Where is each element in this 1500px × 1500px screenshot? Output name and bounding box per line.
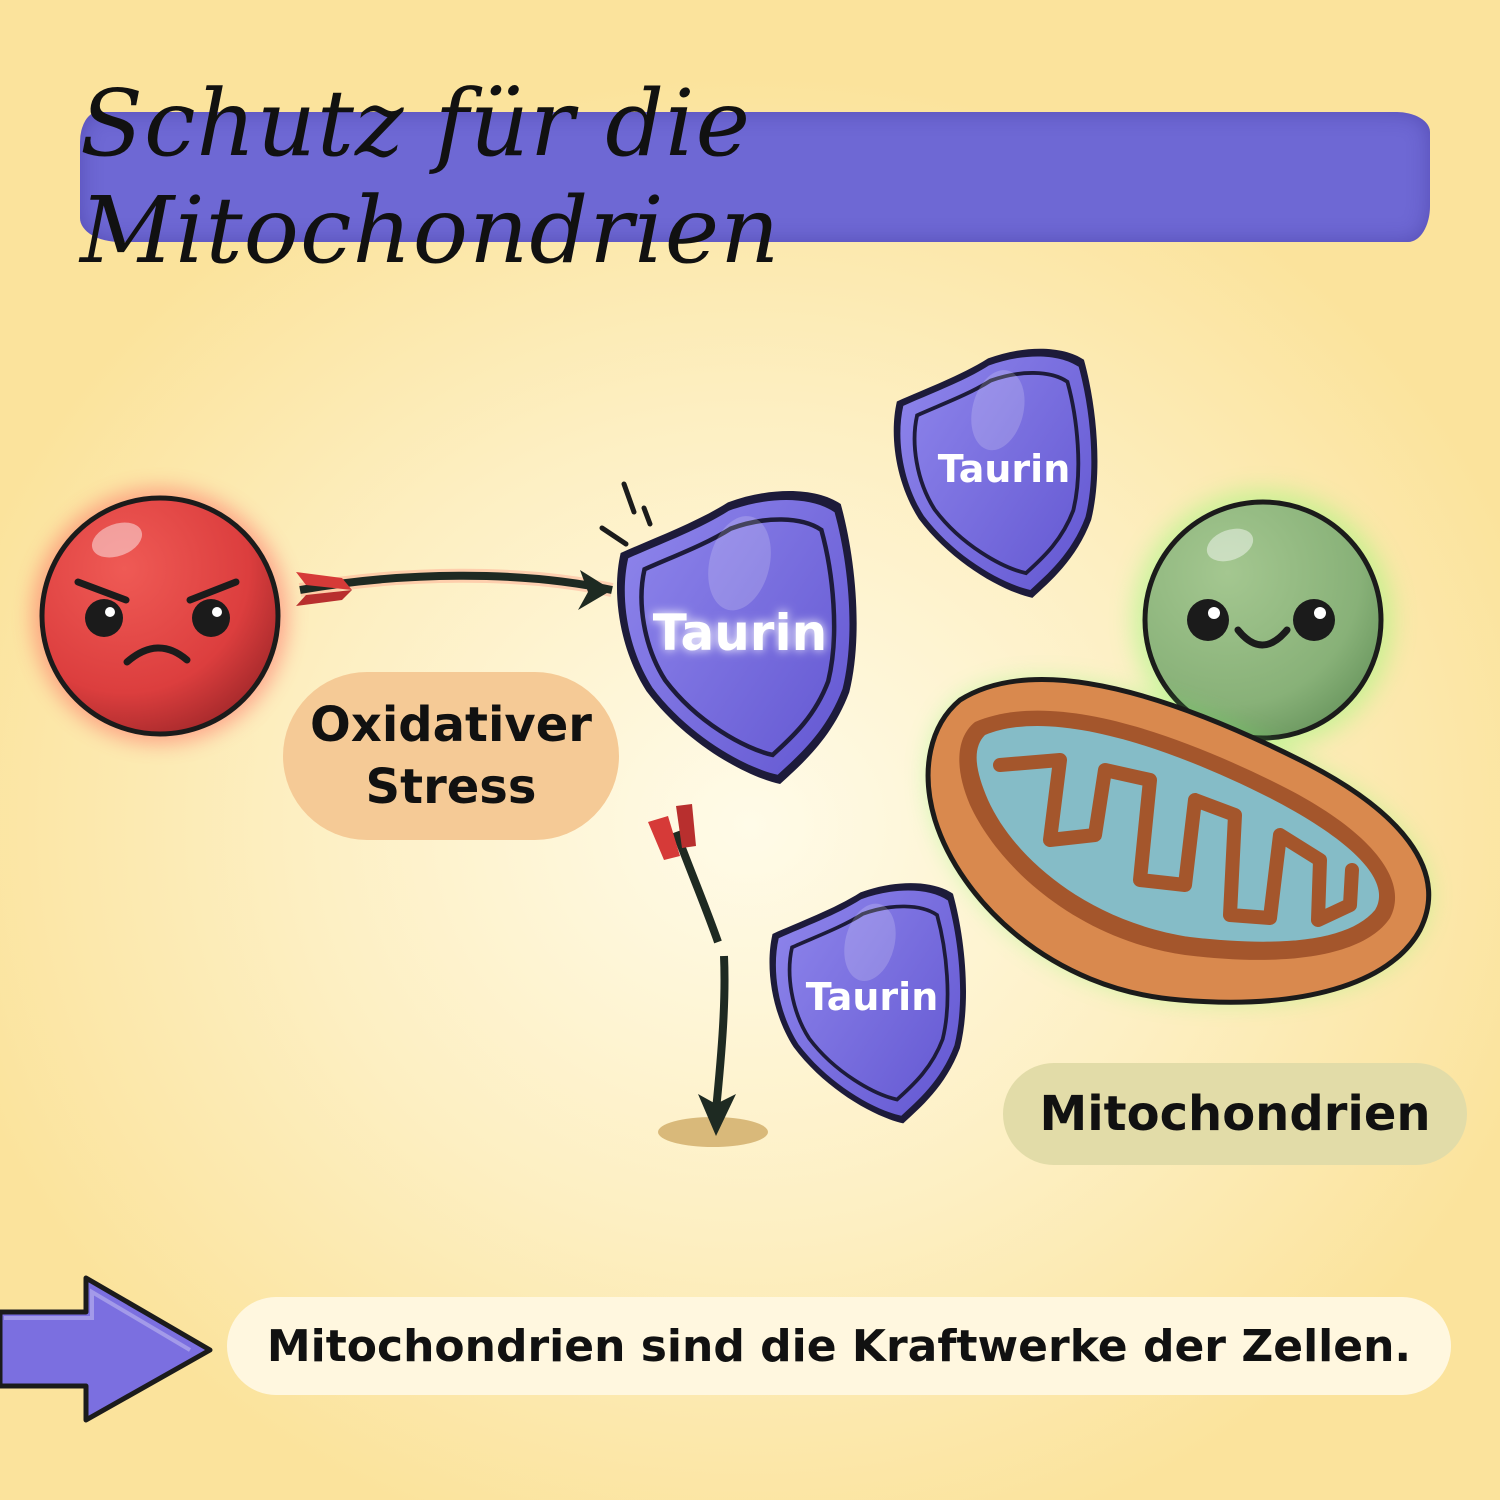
happy-cell: [1133, 490, 1393, 750]
title-banner: [80, 112, 1430, 242]
shield-label-bottom: Taurin: [806, 975, 939, 1019]
stress-cell: [32, 488, 288, 744]
bottom-arrow-icon: [0, 1275, 213, 1423]
shield-bottom: [761, 877, 981, 1136]
shield-label-center: Taurin: [653, 604, 827, 662]
shield-label-center-glow: Taurin: [653, 604, 827, 662]
stress-label-line-1: Oxidativer: [310, 696, 592, 753]
mitochondrion: [925, 677, 1432, 1005]
shield-labels: Taurin Taurin Taurin Taurin: [653, 447, 1070, 1019]
mito-label: Mitochondrien: [1003, 1063, 1467, 1165]
stress-label: Oxidativer Stress: [283, 672, 619, 840]
bottom-caption: Mitochondrien sind die Kraftwerke der Ze…: [227, 1297, 1451, 1395]
shield-center: [607, 484, 875, 799]
shield-label-top: Taurin: [938, 447, 1071, 491]
stress-label-line-2: Stress: [365, 759, 537, 815]
deflected-arrow: [648, 804, 768, 1147]
shield-top: [885, 343, 1113, 611]
attack-arrow: [296, 481, 653, 610]
